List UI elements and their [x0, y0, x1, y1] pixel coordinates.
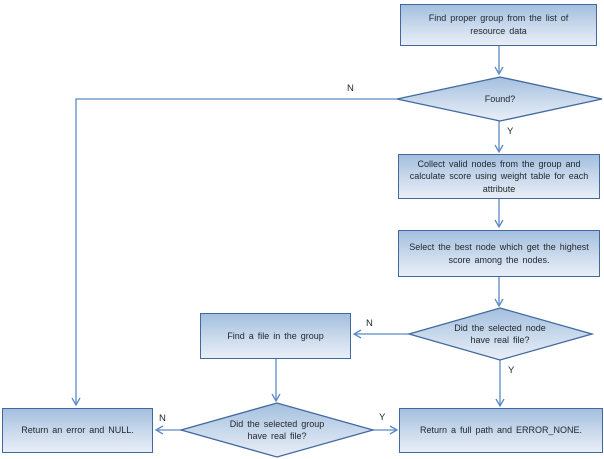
- node-return-full-path: Return a full path and ERROR_NONE.: [399, 408, 603, 453]
- node-return-error-null: Return an error and NULL.: [2, 408, 153, 453]
- arrowhead-down-icon: [494, 219, 504, 229]
- edge-label-found-no: N: [347, 83, 354, 94]
- edge-label-groupfile-no: N: [159, 413, 166, 424]
- arrowhead-down-icon: [495, 398, 505, 408]
- arrowhead-left-icon: [154, 425, 164, 435]
- edge-label-nodefile-yes: Y: [508, 365, 515, 376]
- arrowhead-down-icon: [271, 393, 281, 403]
- edge-label-nodefile-no: N: [366, 318, 373, 329]
- edge-found-no: [75, 98, 397, 404]
- edge-label-found-yes: Y: [507, 126, 514, 137]
- arrowhead-left-icon: [352, 329, 362, 339]
- arrowhead-right-icon: [389, 425, 399, 435]
- decision-node-has-file: [406, 307, 595, 361]
- node-collect-valid-nodes: Collect valid nodes from the group and c…: [398, 154, 600, 199]
- arrowhead-down-icon: [71, 397, 81, 407]
- edge-label-groupfile-yes: Y: [379, 412, 386, 423]
- node-find-file-in-group: Find a file in the group: [200, 313, 351, 359]
- arrowhead-down-icon: [494, 66, 504, 76]
- decision-group-has-file: [178, 402, 376, 458]
- node-select-best-node: Select the best node which get the highe…: [398, 230, 600, 277]
- arrowhead-down-icon: [494, 144, 504, 154]
- arrowhead-down-icon: [494, 298, 504, 308]
- node-find-group: Find proper group from the list of resou…: [400, 4, 597, 46]
- decision-found: [396, 76, 603, 122]
